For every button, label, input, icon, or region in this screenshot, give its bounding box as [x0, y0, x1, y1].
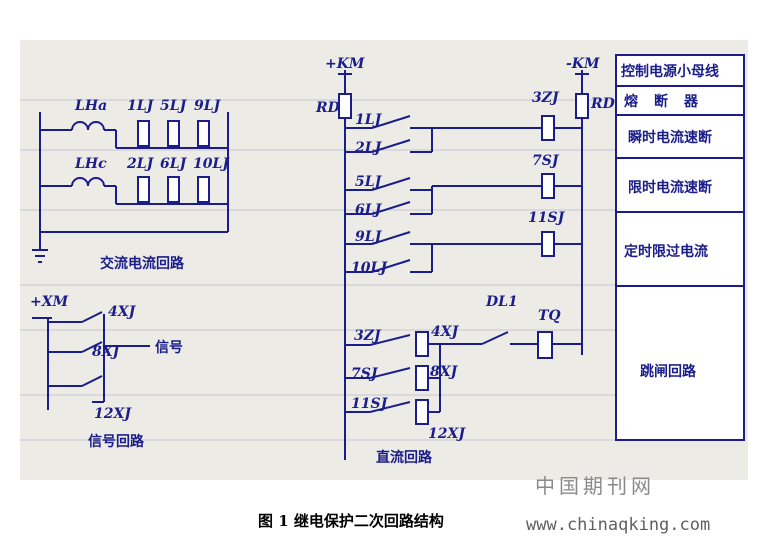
trip-coil-tq [537, 331, 553, 359]
ct-c-coil-icon [71, 177, 105, 187]
ct-a-label: LHa [74, 98, 107, 114]
legend-row-control-bus: 控制电源小母线 [621, 63, 719, 80]
relay-coil-10lj [197, 176, 210, 203]
fuse-left-label: RD [315, 100, 341, 116]
signal-output-label: 信号 [155, 339, 183, 356]
signal-coil-label-4xj: 4XJ [431, 324, 460, 340]
signal-circuit: +XM 4XJ 8XJ 12XJ 信号 信号回路 [30, 294, 183, 450]
relay-label-9lj: 9LJ [194, 98, 222, 114]
legend-row-timed-instant-trip: 限时电流速断 [628, 179, 712, 196]
dc-circuit: +KM -KM RD RD 1LJ 2LJ 5LJ 6LJ 9LJ 10LJ 3… [315, 56, 616, 466]
ac-circuit-title: 交流电流回路 [100, 255, 185, 272]
trip-contact-3zj: 3ZJ [354, 328, 382, 344]
dc-relay-7sj: 7SJ [532, 153, 560, 169]
signal-contact-8xj: 8XJ [92, 344, 121, 360]
relay-coil-2lj [137, 176, 150, 203]
signal-coil-label-12xj: 12XJ [428, 426, 466, 442]
dc-relay-3zj: 3ZJ [532, 90, 560, 106]
breaker-contact-label: DL1 [485, 294, 518, 310]
relay-label-6lj: 6LJ [160, 156, 188, 172]
fuse-right-label: RD [590, 96, 616, 112]
signal-bus-label: +XM [30, 294, 69, 310]
dc-contact-6lj: 6LJ [355, 202, 383, 218]
relay-label-10lj: 10LJ [193, 156, 230, 172]
signal-coil-label-8xj: 8XJ [430, 364, 459, 380]
relay-coil-6lj [167, 176, 180, 203]
trip-coil-label: TQ [538, 308, 561, 324]
relay-coil-11sj [541, 231, 555, 257]
dc-contact-10lj: 10LJ [351, 260, 388, 276]
watermark-cn: 中国期刊网 [535, 474, 655, 498]
signal-contact-12xj: 12XJ [94, 406, 132, 422]
dc-neg-bus-label: -KM [566, 56, 600, 72]
relay-coil-7sj [541, 173, 555, 199]
dc-contact-9lj: 9LJ [355, 229, 383, 245]
dc-contact-1lj: 1LJ [355, 112, 383, 128]
legend-table: 控制电源小母线 熔断器 瞬时电流速断 限时电流速断 定时限过电流 跳闸回路 [615, 54, 745, 441]
ac-current-circuit: LHa LHc 1LJ 5LJ 9LJ 2LJ 6LJ 10LJ 交流电流回路 [32, 98, 230, 272]
relay-coil-1lj [137, 120, 150, 147]
fuse-left [338, 93, 352, 119]
signal-coil-12xj [415, 399, 429, 425]
watermark-url: www.chinaqking.com [526, 515, 711, 535]
ground-icon [32, 249, 48, 263]
dc-relay-11sj: 11SJ [528, 210, 566, 226]
relay-coil-9lj [197, 120, 210, 147]
legend-row-trip-circuit: 跳闸回路 [640, 363, 697, 380]
relay-coil-5lj [167, 120, 180, 147]
trip-contact-11sj: 11SJ [351, 396, 389, 412]
legend-row-fuse: 熔断器 [624, 93, 714, 110]
signal-circuit-title: 信号回路 [88, 433, 145, 450]
dc-contact-5lj: 5LJ [355, 174, 383, 190]
signal-contact-4xj: 4XJ [108, 304, 137, 320]
dc-contact-2lj: 2LJ [354, 140, 383, 156]
dc-pos-bus-label: +KM [325, 56, 365, 72]
signal-coil-8xj [415, 365, 429, 391]
relay-coil-3zj [541, 115, 555, 141]
ct-c-label: LHc [74, 156, 107, 172]
trip-contact-7sj: 7SJ [351, 366, 379, 382]
ct-a-coil-icon [71, 121, 105, 131]
fuse-right [575, 93, 589, 119]
figure-caption: 图 1 继电保护二次回路结构 [258, 512, 444, 530]
relay-label-2lj: 2LJ [126, 156, 155, 172]
background-scan-lines [20, 99, 620, 441]
legend-row-instant-trip: 瞬时电流速断 [628, 129, 712, 146]
relay-label-1lj: 1LJ [127, 98, 155, 114]
relay-label-5lj: 5LJ [160, 98, 188, 114]
legend-row-definite-overcurrent: 定时限过电流 [624, 243, 708, 260]
dc-circuit-title: 直流回路 [376, 449, 433, 466]
signal-coil-4xj [415, 331, 429, 357]
